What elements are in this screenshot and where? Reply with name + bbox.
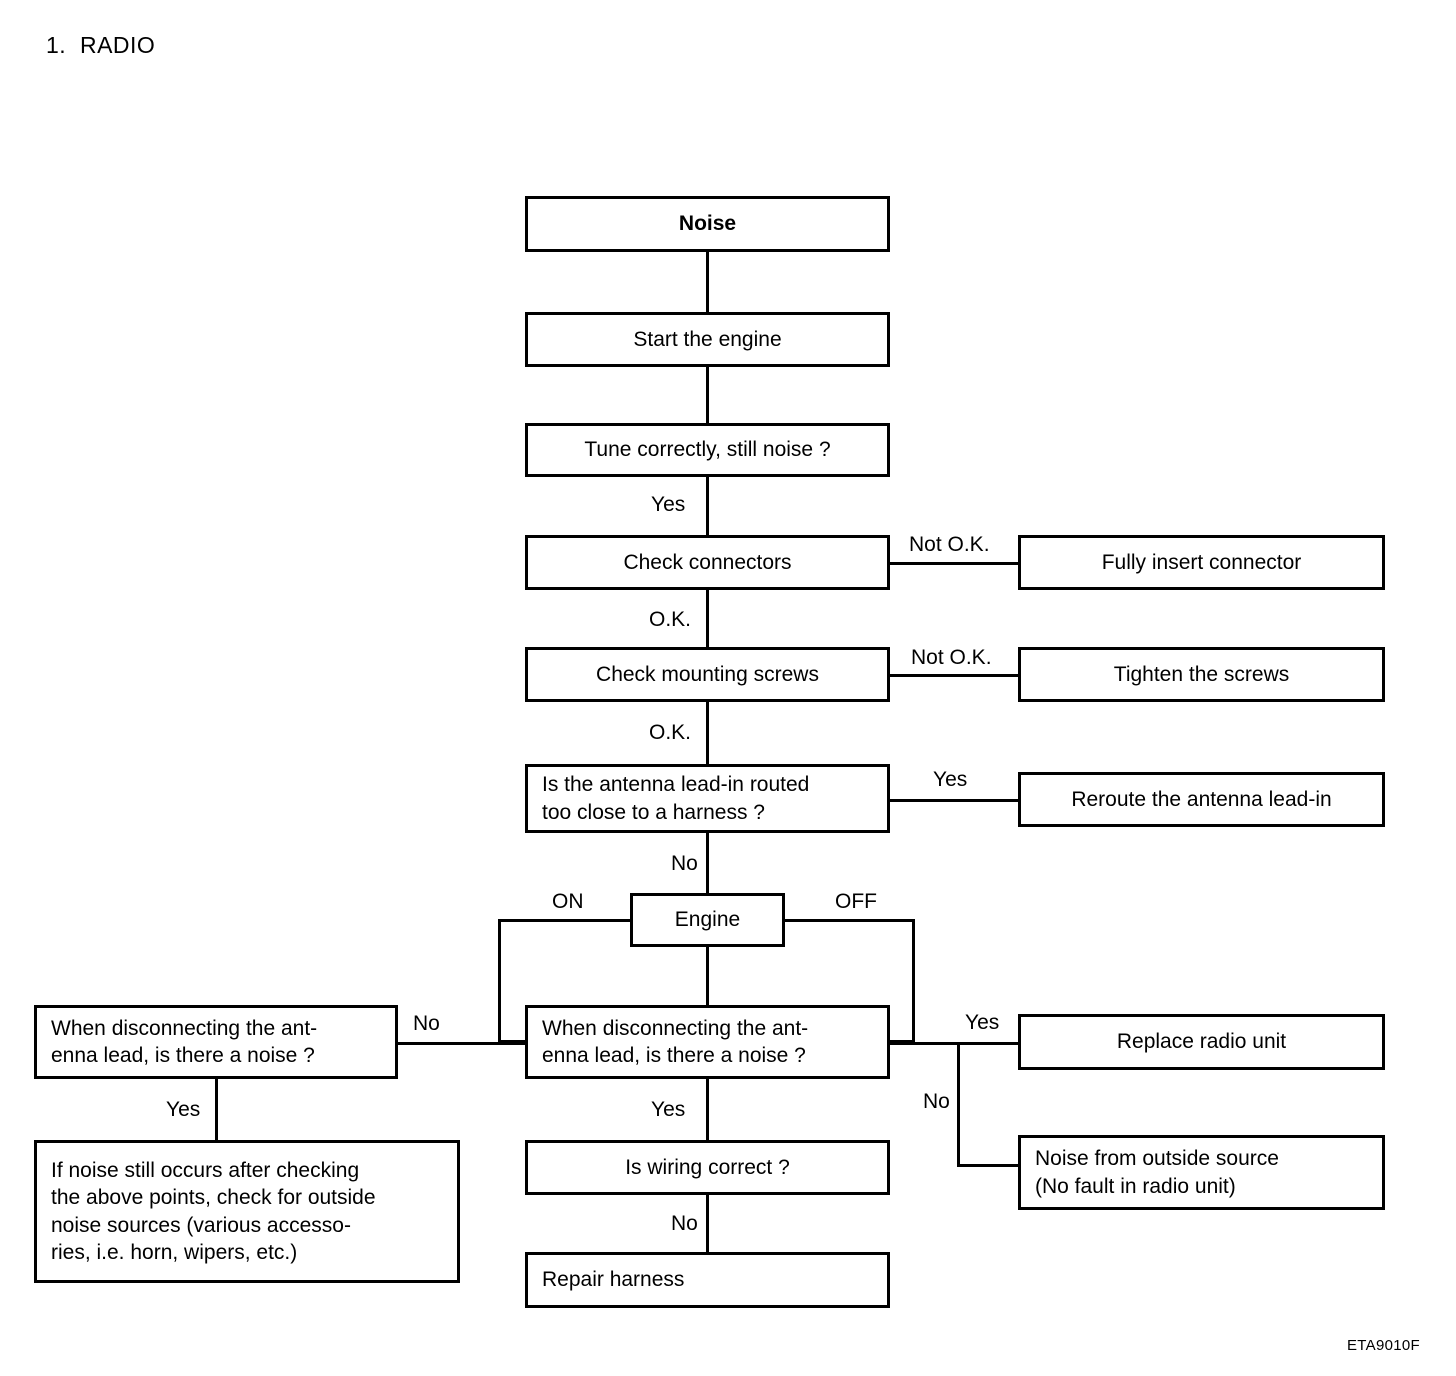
edge-label-left-no: No xyxy=(410,1012,443,1036)
node-disconnect-center[interactable]: When disconnecting the ant- enna lead, i… xyxy=(525,1005,890,1079)
edge-label-antenna-no: No xyxy=(668,852,701,876)
edge-label-antenna-yes: Yes xyxy=(930,768,971,792)
node-start-engine-label: Start the engine xyxy=(633,327,782,351)
connector-antenna-to-engine xyxy=(706,832,709,894)
connector-engine-on-horizontal xyxy=(498,919,632,922)
node-disconnect-left[interactable]: When disconnecting the ant- enna lead, i… xyxy=(34,1005,398,1079)
figure-code: ETA9010F xyxy=(1347,1337,1420,1354)
node-engine[interactable]: Engine xyxy=(630,893,785,947)
node-outside-source-label: Noise from outside source (No fault in r… xyxy=(1035,1147,1279,1198)
connector-engine-off-vertical xyxy=(912,919,915,1043)
node-antenna-lead-routed[interactable]: Is the antenna lead-in routed too close … xyxy=(525,764,890,833)
node-is-wiring-correct-label: Is wiring correct ? xyxy=(625,1155,790,1179)
node-noise-label: Noise xyxy=(678,212,737,236)
node-noise[interactable]: Noise xyxy=(525,196,890,252)
node-check-mounting-screws-label: Check mounting screws xyxy=(596,662,819,686)
node-replace-radio-unit[interactable]: Replace radio unit xyxy=(1018,1014,1385,1070)
edge-label-right-yes: Yes xyxy=(962,1011,1003,1035)
node-reroute-antenna-label: Reroute the antenna lead-in xyxy=(1071,787,1332,811)
node-fully-insert-connector-label: Fully insert connector xyxy=(1101,550,1302,574)
node-engine-label: Engine xyxy=(674,908,741,932)
edge-label-connectors-ok: O.K. xyxy=(646,608,695,632)
edge-label-engine-off: OFF xyxy=(832,890,880,914)
connector-wiring-to-repair xyxy=(706,1194,709,1252)
node-repair-harness-label: Repair harness xyxy=(542,1268,685,1292)
connector-right-yes xyxy=(888,1042,1020,1045)
edge-label-screws-ok: O.K. xyxy=(646,721,695,745)
connector-right-no-horizontal xyxy=(957,1164,1021,1167)
node-replace-radio-unit-label: Replace radio unit xyxy=(1116,1030,1287,1054)
connector-noise-to-start xyxy=(706,250,709,312)
connector-connectors-to-screws xyxy=(706,590,709,648)
node-fully-insert-connector[interactable]: Fully insert connector xyxy=(1018,535,1385,590)
node-tighten-the-screws-label: Tighten the screws xyxy=(1113,662,1290,686)
connector-engine-off-horizontal xyxy=(783,919,915,922)
connector-screws-not-ok xyxy=(888,674,1020,677)
node-outside-source[interactable]: Noise from outside source (No fault in r… xyxy=(1018,1135,1385,1210)
node-outside-noise-check[interactable]: If noise still occurs after checking the… xyxy=(34,1140,460,1283)
connector-right-no-vertical xyxy=(957,1042,960,1167)
edge-label-engine-on: ON xyxy=(549,890,587,914)
connector-left-yes xyxy=(215,1078,218,1142)
edge-label-connectors-not-ok: Not O.K. xyxy=(906,533,993,557)
connector-engine-off-into-box xyxy=(886,1040,915,1043)
edge-label-wiring-no: No xyxy=(668,1212,701,1236)
node-is-wiring-correct[interactable]: Is wiring correct ? xyxy=(525,1140,890,1195)
connector-engine-to-disconnect xyxy=(706,946,709,1006)
node-check-connectors[interactable]: Check connectors xyxy=(525,535,890,590)
node-start-engine[interactable]: Start the engine xyxy=(525,312,890,367)
edge-label-right-no: No xyxy=(920,1090,953,1114)
node-repair-harness[interactable]: Repair harness xyxy=(525,1252,890,1308)
connector-tune-to-connectors xyxy=(706,476,709,536)
node-reroute-antenna[interactable]: Reroute the antenna lead-in xyxy=(1018,772,1385,827)
node-tune-correctly-label: Tune correctly, still noise ? xyxy=(584,438,831,462)
edge-label-tune-yes: Yes xyxy=(648,493,689,517)
node-tune-correctly[interactable]: Tune correctly, still noise ? xyxy=(525,423,890,477)
connector-start-to-tune xyxy=(706,366,709,424)
node-disconnect-center-label: When disconnecting the ant- enna lead, i… xyxy=(542,1016,809,1067)
connector-connectors-not-ok xyxy=(888,562,1020,565)
edge-label-center-yes: Yes xyxy=(648,1098,689,1122)
edge-label-screws-not-ok: Not O.K. xyxy=(908,646,995,670)
connector-screws-to-antenna xyxy=(706,702,709,764)
connector-antenna-yes xyxy=(888,799,1020,802)
node-outside-noise-check-label: If noise still occurs after checking the… xyxy=(51,1158,376,1264)
connector-engine-on-vertical xyxy=(498,919,501,1043)
connector-disconnect-to-wiring xyxy=(706,1078,709,1140)
connector-left-no xyxy=(396,1042,528,1045)
node-antenna-lead-routed-label: Is the antenna lead-in routed too close … xyxy=(542,773,810,824)
page-title: 1. RADIO xyxy=(46,32,156,58)
connector-engine-on-into-box xyxy=(498,1040,528,1043)
node-tighten-the-screws[interactable]: Tighten the screws xyxy=(1018,647,1385,702)
edge-label-left-yes: Yes xyxy=(163,1098,204,1122)
node-check-mounting-screws[interactable]: Check mounting screws xyxy=(525,647,890,702)
node-check-connectors-label: Check connectors xyxy=(623,550,792,574)
node-disconnect-left-label: When disconnecting the ant- enna lead, i… xyxy=(51,1016,318,1067)
